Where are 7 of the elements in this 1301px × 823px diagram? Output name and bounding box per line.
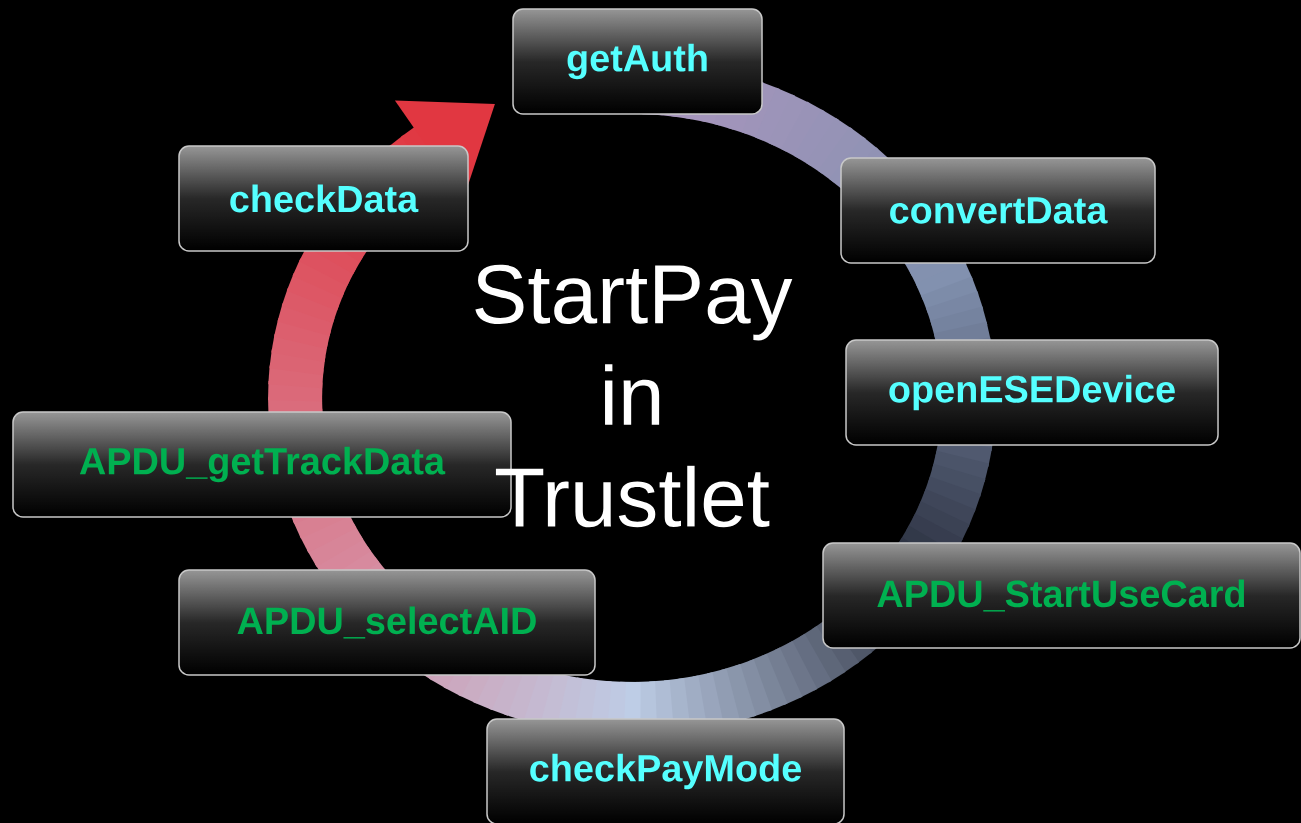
process-box: APDU_StartUseCard: [822, 542, 1301, 649]
process-box: convertData: [840, 157, 1156, 264]
process-box: APDU_selectAID: [178, 569, 596, 676]
process-box: checkPayMode: [486, 718, 845, 823]
process-box: checkData: [178, 145, 469, 252]
process-box: openESEDevice: [845, 339, 1219, 446]
process-box: getAuth: [512, 8, 763, 115]
